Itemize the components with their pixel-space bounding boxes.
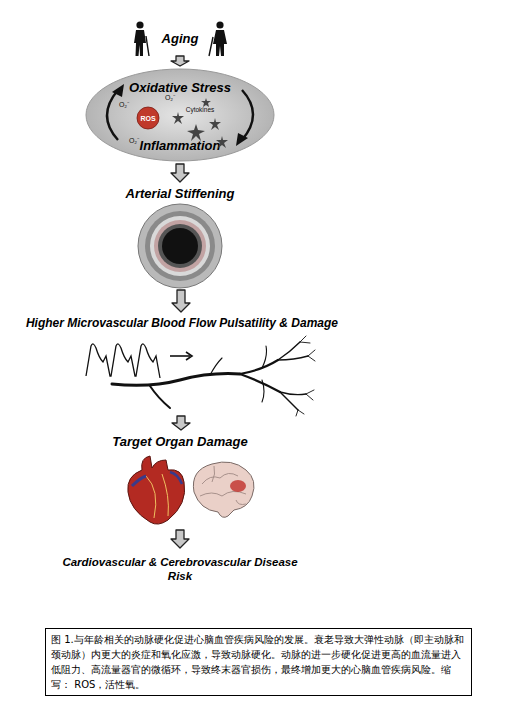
inner-label: O₂⁻ bbox=[129, 137, 139, 144]
block-arrow bbox=[171, 530, 189, 548]
stage-heading: Arterial Stiffening bbox=[126, 186, 235, 202]
block-arrow bbox=[171, 164, 189, 182]
stage-node: Higher Microvascular Blood Flow Pulsatil… bbox=[4, 314, 360, 414]
figure-caption: 图 1.与年龄相关的动脉硬化促进心脑血管疾病风险的发展。衰老导致大弹性动脉（即主… bbox=[51, 632, 466, 692]
stage-node: Arterial Stiffening bbox=[110, 184, 250, 288]
stage-node: Aging bbox=[150, 24, 210, 54]
stage-heading: Inflammation bbox=[140, 138, 221, 154]
stage-node: Cardiovascular & Cerebrovascular Disease… bbox=[61, 550, 299, 588]
cycle-arrowheads bbox=[112, 84, 248, 146]
block-arrow bbox=[172, 416, 190, 430]
stage-heading: Target Organ Damage bbox=[112, 434, 247, 450]
brain-illustration bbox=[193, 462, 254, 517]
stage-node: Target Organ Damage bbox=[100, 432, 260, 528]
cytokine-stars bbox=[172, 98, 228, 148]
inner-label: Cytokines bbox=[186, 107, 215, 114]
caption-box: 图 1.与年龄相关的动脉硬化促进心脑血管疾病风险的发展。衰老导致大弹性动脉（即主… bbox=[45, 628, 472, 696]
microvascular-tree bbox=[112, 336, 315, 416]
block-arrow bbox=[172, 290, 190, 312]
stage-heading: Higher Microvascular Blood Flow Pulsatil… bbox=[26, 316, 338, 331]
inner-label: ROS bbox=[140, 115, 155, 122]
flow-arrow bbox=[170, 352, 192, 360]
inner-label: O₂⁻ bbox=[119, 101, 129, 108]
artery-cross-section bbox=[138, 204, 222, 288]
cycle-arrows bbox=[107, 90, 253, 140]
elderly-figure bbox=[134, 21, 227, 56]
stage-heading: Oxidative Stress bbox=[129, 80, 231, 96]
stage-heading: Aging bbox=[162, 31, 199, 47]
ros-ball bbox=[137, 107, 159, 129]
heart-illustration bbox=[128, 456, 185, 524]
block-arrow bbox=[171, 56, 189, 66]
pulse-waveform bbox=[86, 344, 160, 378]
inner-label: O₂⁻ bbox=[165, 94, 175, 101]
stage-heading: Cardiovascular & Cerebrovascular Disease… bbox=[61, 555, 299, 584]
stress-ellipse: Oxidative StressInflammation bbox=[85, 68, 275, 162]
